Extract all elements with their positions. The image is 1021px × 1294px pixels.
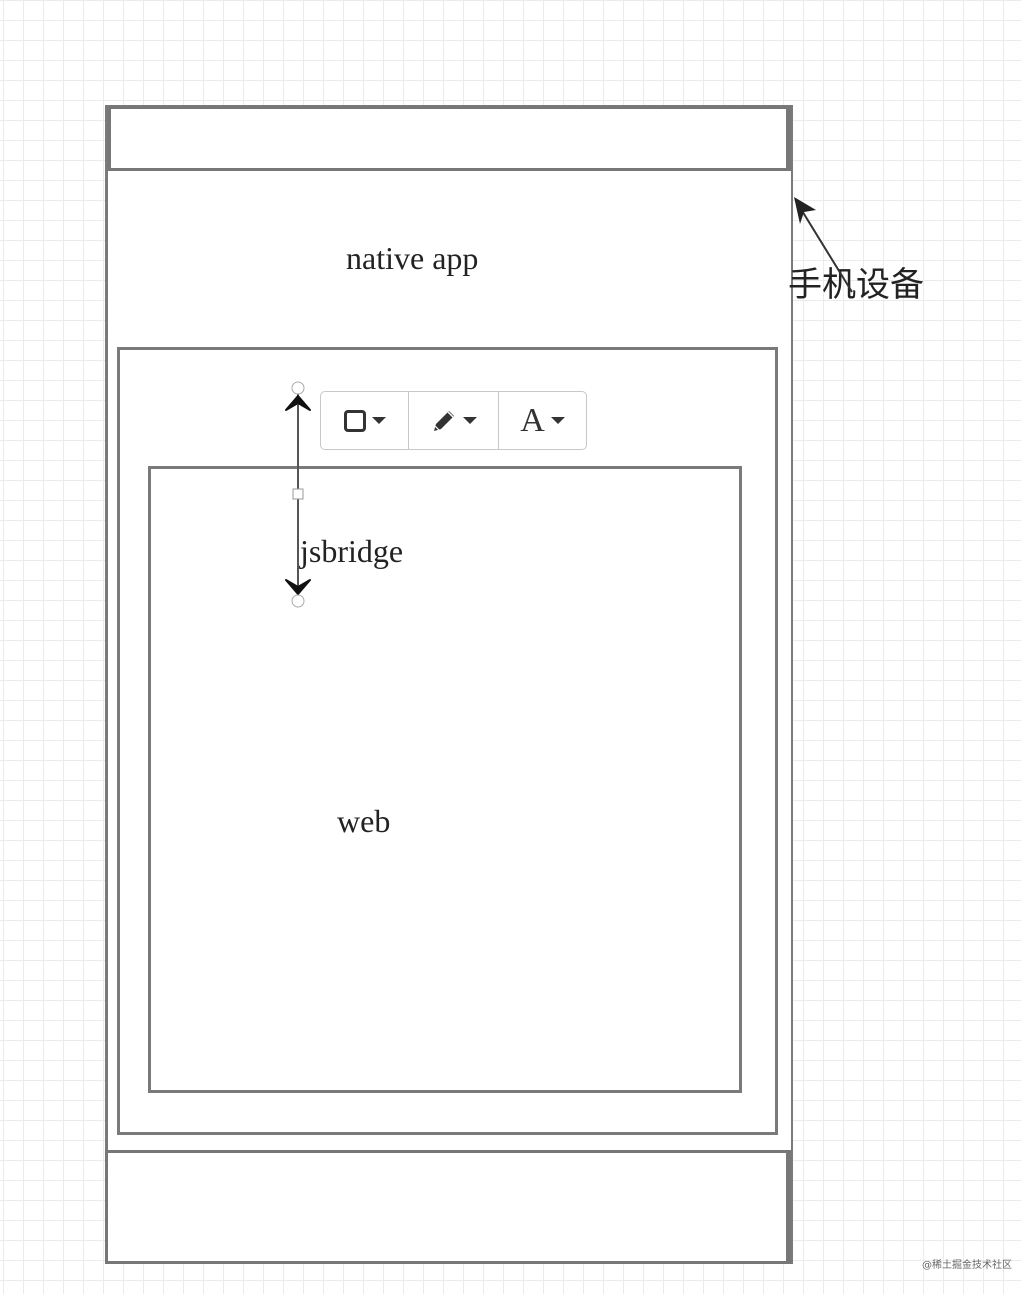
device-label: 手机设备	[788, 265, 924, 305]
phone-status-bar[interactable]	[107, 106, 791, 171]
line-style-button[interactable]	[409, 392, 499, 449]
jsbridge-label: jsbridge	[300, 533, 404, 569]
format-toolbar: A	[320, 391, 587, 450]
text-A-icon: A	[520, 401, 545, 439]
watermark: @稀土掘金技术社区	[922, 1260, 1012, 1271]
phone-bottom-bar[interactable]	[105, 1150, 791, 1264]
shape-style-button[interactable]	[321, 392, 409, 449]
text-style-button[interactable]: A	[499, 392, 586, 449]
rounded-square-icon	[343, 409, 366, 432]
chevron-down-icon	[371, 417, 386, 424]
chevron-down-icon	[550, 417, 565, 424]
web-box[interactable]	[148, 466, 742, 1093]
native-app-label: native app	[346, 240, 479, 276]
web-label: web	[337, 803, 391, 839]
pencil-icon	[433, 410, 454, 431]
chevron-down-icon	[462, 417, 477, 424]
